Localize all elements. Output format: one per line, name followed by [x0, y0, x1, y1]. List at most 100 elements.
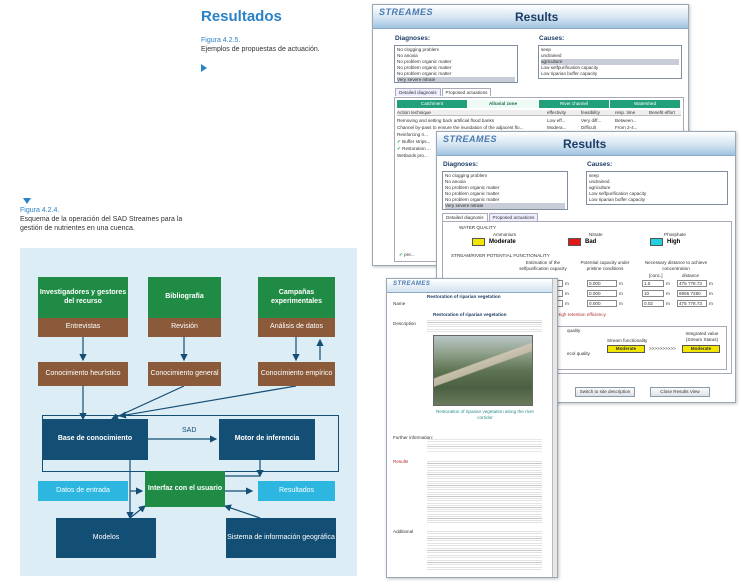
cause-item[interactable]: Low riparian buffer capacity — [589, 196, 646, 202]
distance-field[interactable]: 6955 7280 — [677, 290, 707, 297]
close-results-button[interactable]: Close Results View — [650, 387, 710, 397]
cause-item[interactable]: agriculture — [541, 58, 679, 65]
tab-detailed-diagnosis[interactable]: Detailed diagnosis — [442, 213, 488, 221]
diagnosis-item[interactable]: No problem organic matter — [397, 58, 452, 64]
tab-proposed-actuations[interactable]: Proposed actuations — [488, 213, 539, 221]
zone-tab-river-channel[interactable]: River channel — [539, 100, 610, 108]
column-header-cell[interactable]: Action technique — [397, 110, 431, 115]
campanas-box: Campañas experimentales — [258, 277, 335, 318]
diagnosis-item[interactable]: No problem organic matter — [445, 196, 500, 202]
triangle-down-icon — [23, 198, 31, 204]
diagnosis-item[interactable]: No problem organic matter — [445, 184, 500, 190]
diagnosis-item[interactable]: No problem organic matter — [445, 190, 500, 196]
actuation-cell: Wetlands pro... — [397, 153, 428, 158]
distance-field[interactable]: 475 778.73 — [677, 300, 707, 307]
ecol-quality-label: ecol quality — [567, 351, 590, 356]
sig-box: Sistema de información geográfica — [226, 518, 336, 558]
actuation-document-window: STREAMES Restoration of riparian vegetat… — [386, 278, 558, 578]
pristine-capacity-field[interactable]: 0.000 — [587, 300, 617, 307]
tab-proposed-actuations[interactable]: Proposed actuations — [441, 88, 492, 96]
column-header-cell[interactable]: effectivity — [547, 110, 567, 115]
unit-label: m — [565, 301, 569, 306]
actuation-cell: Removing and setting back artificial flo… — [397, 118, 495, 123]
diagnosis-item[interactable]: Very severe nitrate — [445, 202, 565, 209]
actuation-row[interactable]: Channel by-pass to ensure the inundation… — [397, 125, 681, 130]
concentration-field[interactable]: 10 — [642, 290, 664, 297]
riparian-photo — [433, 335, 533, 406]
diagnosis-item[interactable]: No clogging problem — [445, 173, 488, 178]
modelos-box: Modelos — [56, 518, 156, 558]
ammonium-color-swatch — [472, 238, 485, 246]
actuation-row[interactable]: ✔ Restoration ... — [397, 146, 681, 152]
diagnosis-item[interactable]: No clogging problem — [397, 47, 440, 52]
pristine-capacity-field[interactable]: 0.000 — [587, 280, 617, 287]
actuation-cell: Difficult — [581, 125, 596, 130]
pristine-capacity-field[interactable]: 0.000 — [587, 290, 617, 297]
arrow-icon: >>>>>>>>>> — [649, 346, 676, 351]
cause-item[interactable]: undrained — [589, 178, 610, 184]
investigadores-box: Investigadores y gestores del recurso — [38, 277, 128, 318]
actuation-row[interactable]: Removing and setting back artificial flo… — [397, 118, 681, 123]
concentration-field[interactable]: 0.02 — [642, 300, 664, 307]
unit-label: m — [709, 301, 713, 306]
zone-tab-watershed[interactable]: Watershed — [610, 100, 681, 108]
actuation-row[interactable]: Wetlands pro... — [397, 153, 681, 158]
description-label: Description — [393, 321, 416, 326]
site-description-button[interactable]: Switch to site description — [575, 387, 635, 397]
diagnosis-item[interactable]: No problem nitrite — [445, 209, 565, 210]
functionality-label: STREAM/RIVER POTENTIAL FUNCTIONALITY — [451, 253, 550, 258]
cause-item[interactable]: agriculture — [589, 184, 611, 190]
unit-label: m — [709, 281, 713, 286]
actuation-cell: From 2-4... — [615, 125, 638, 130]
column-header-cell[interactable]: Benefit effort — [649, 110, 675, 115]
further-info-label: Further information: — [393, 435, 434, 440]
diagnoses-label: Diagnoses: — [395, 35, 431, 42]
diagnosis-item[interactable]: No problem organic matter — [397, 64, 452, 70]
cause-item[interactable]: seep — [541, 47, 551, 52]
actuation-cell: Channel by-pass to ensure the inundation… — [397, 125, 524, 130]
check-icon: ✔ — [397, 146, 403, 151]
cause-item[interactable]: Low selfpurification capacity — [541, 64, 599, 70]
ammonium-label: Ammonium — [493, 232, 517, 237]
column-header-cell[interactable]: feasibility — [581, 110, 600, 115]
column-header-cell[interactable]: resp. time — [615, 110, 636, 115]
description-text — [427, 320, 542, 332]
check-icon: ✔ — [399, 252, 403, 257]
empirico-box: Conocimiento empírico — [258, 362, 335, 386]
zone-tab-catchment[interactable]: Catchment — [397, 100, 468, 108]
concentration-field[interactable]: 1.5 — [642, 280, 664, 287]
func-col2: Potential capacity under pristine condit… — [580, 260, 630, 271]
document-scrollbar[interactable] — [552, 279, 557, 577]
revision-box: Revisión — [148, 318, 221, 337]
resultados-box: Resultados — [258, 481, 335, 501]
diagnosis-item[interactable]: No anoxia — [445, 178, 466, 184]
cause-item[interactable]: seep — [589, 173, 599, 178]
unit-label: m — [565, 291, 569, 296]
actuation-cell: Low eff... — [547, 118, 566, 123]
actuation-row[interactable]: Reinforcing ri... — [397, 132, 681, 137]
cause-item[interactable]: Low riparian buffer capacity — [541, 70, 598, 76]
cause-item[interactable]: undrained — [541, 52, 562, 58]
sad-label: SAD — [182, 427, 197, 434]
interfaz-usuario-box: Interfaz con el usuario — [145, 471, 225, 507]
doc-subtitle: Restoration of riparian vegetation — [433, 312, 507, 317]
diagnosis-item[interactable]: Very severe nitrate — [397, 76, 515, 82]
tab-detailed-diagnosis[interactable]: Detailed diagnosis — [395, 88, 441, 96]
cause-item[interactable]: Low selfpurification capacity — [589, 190, 647, 196]
diagnosis-item[interactable]: No anoxia — [397, 52, 418, 58]
figure-4-2-5-label: Figura 4.2.5. — [201, 37, 241, 44]
motor-inferencia-box: Motor de inferencia — [219, 419, 315, 460]
zone-tab-alluvial-zone[interactable]: Alluvial zone — [468, 100, 539, 108]
actuation-row[interactable]: ✔ Buffer strips... — [397, 139, 681, 145]
diagnosis-item[interactable]: No problem organic matter — [397, 70, 452, 76]
additional-label: Additional — [393, 529, 414, 534]
unit-label: m — [666, 291, 670, 296]
unit-label: m — [619, 281, 623, 286]
distance-field[interactable]: 475 778.73 — [677, 280, 707, 287]
